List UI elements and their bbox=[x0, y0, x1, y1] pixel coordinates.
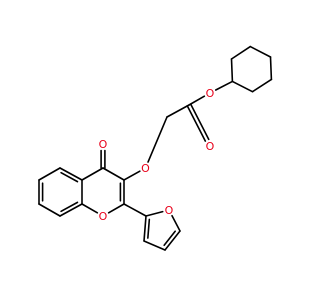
bond-cf5-cf4 bbox=[164, 230, 181, 251]
bond-cf3-cf2 bbox=[143, 215, 147, 242]
bond-c5-c6 bbox=[231, 80, 254, 93]
bond-c3_chr-c4_chr bbox=[102, 167, 125, 181]
bond-of-cf5 bbox=[171, 214, 181, 232]
bond-cf3-cf2-inner bbox=[147, 218, 151, 239]
atom-label-o_keto: O bbox=[99, 138, 108, 151]
bond-c8_chr-c8a-inner bbox=[60, 201, 79, 213]
bond-c8_chr-c8a bbox=[59, 203, 83, 217]
bond-c4a-c5_chr bbox=[59, 167, 83, 181]
bond-c8a-o1_chr bbox=[81, 203, 99, 214]
bond-o_ether-c3_chr bbox=[123, 170, 141, 181]
bond-o_ester-c_carb bbox=[188, 95, 206, 106]
bond-c6-c1 bbox=[230, 58, 234, 83]
bond-c4-c5 bbox=[251, 78, 273, 93]
bond-c_ch2-o_ether bbox=[147, 116, 168, 163]
bond-o1_chr-c2_chr bbox=[107, 203, 125, 214]
atom-label-layer: O O O O O O bbox=[99, 87, 215, 223]
atom-label-o_carb: O bbox=[206, 140, 215, 153]
bond-c6-o_ester bbox=[214, 80, 234, 91]
bond-c4_chr-c4a bbox=[81, 167, 104, 181]
bond-c2-c3 bbox=[249, 45, 272, 58]
bond-cf4-cf3 bbox=[143, 240, 166, 251]
bond-c_carb-o_carb-b bbox=[189, 103, 210, 141]
bond-c_carb-o_carb bbox=[186, 105, 207, 142]
bond-c3-c4 bbox=[269, 56, 273, 81]
bond-cf2-of bbox=[145, 210, 164, 217]
bond-cf5-cf4-inner bbox=[163, 230, 176, 247]
bond-c7_chr-c8_chr bbox=[38, 203, 61, 217]
bond-c2_chr-cf2 bbox=[123, 203, 147, 217]
bond-c1-c2 bbox=[230, 45, 252, 60]
atom-label-o_ester: O bbox=[206, 87, 215, 100]
bond-c5_chr-c6_chr bbox=[38, 167, 61, 181]
molecule-structure-diagram: O O O O O O bbox=[38, 45, 273, 251]
bond-c_carb-c_ch2 bbox=[166, 104, 190, 118]
atom-label-o_ether: O bbox=[141, 162, 150, 175]
bond-c4a-c5_chr-inner bbox=[60, 171, 79, 183]
bond-layer bbox=[38, 45, 273, 251]
atom-label-of: O bbox=[165, 204, 174, 217]
atom-label-o1_chr: O bbox=[99, 210, 108, 223]
